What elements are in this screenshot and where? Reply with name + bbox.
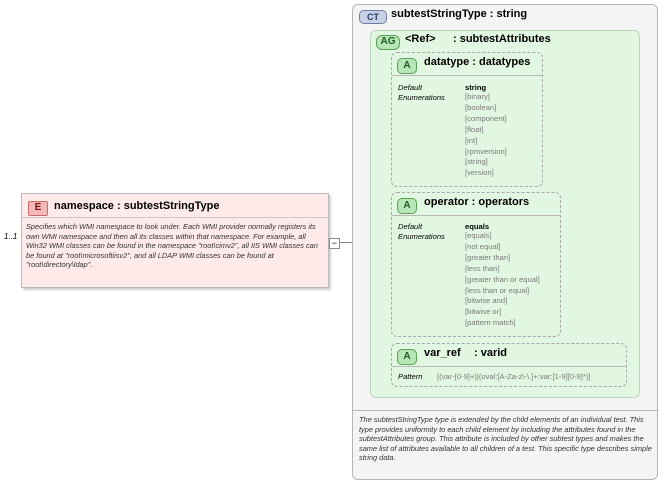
- attribute-badge-icon: A: [397, 58, 417, 74]
- enumeration-item: [boolean]: [465, 102, 497, 112]
- attribute-group-name: : subtestAttributes: [453, 33, 551, 45]
- element-divider: [22, 217, 328, 218]
- attribute-operator[interactable]: A operator : operators Default Enumerati…: [391, 192, 561, 337]
- attribute-title-name: var_ref: [424, 347, 461, 359]
- enumeration-list: [binary] [boolean] [component] [float] […: [465, 92, 507, 179]
- attribute-divider: [392, 366, 626, 367]
- complex-type-title: subtestStringType : string: [391, 8, 528, 20]
- attribute-badge-icon: A: [397, 349, 417, 365]
- default-value: string: [465, 83, 487, 92]
- default-label: Default: [398, 222, 423, 231]
- enumeration-item: [bitwise or]: [465, 307, 502, 317]
- enumeration-item: [equals]: [465, 231, 492, 240]
- complex-type-documentation: The subtestStringType type is extended b…: [359, 415, 652, 463]
- enumeration-item: [bitwise and]: [465, 296, 508, 306]
- enumeration-item: [rpmversion]: [465, 146, 507, 156]
- attribute-group-badge-icon: AG: [376, 35, 400, 50]
- enumeration-item: [binary]: [465, 92, 490, 101]
- attribute-divider: [392, 215, 560, 216]
- attribute-var-ref[interactable]: A var_ref : varid Pattern [(var-[0-9]+)|…: [391, 343, 627, 387]
- enumeration-item: [less than or equal]: [465, 285, 530, 295]
- element-documentation: Specifies which WMI namespace to look un…: [26, 222, 318, 270]
- element-namespace[interactable]: E namespace : subtestStringType Specifie…: [21, 193, 329, 288]
- enumeration-item: [pattern match]: [465, 318, 516, 328]
- collapse-icon[interactable]: −: [329, 238, 340, 249]
- enumeration-list: [equals] [not equal] [greater than] [les…: [465, 231, 540, 329]
- element-title: namespace : subtestStringType: [54, 200, 220, 212]
- enumeration-item: [string]: [465, 157, 488, 167]
- enumeration-item: [greater than]: [465, 252, 511, 262]
- element-multiplicity: 1..1: [4, 232, 18, 241]
- default-label: Default: [398, 83, 423, 92]
- enumerations-label: Enumerations: [398, 231, 445, 241]
- attribute-divider: [392, 75, 542, 76]
- enumeration-item: [greater than or equal]: [465, 274, 540, 284]
- complex-type-divider: [353, 410, 657, 411]
- enumeration-item: [component]: [465, 113, 507, 123]
- enumeration-item: [float]: [465, 124, 484, 134]
- attribute-badge-icon: A: [397, 198, 417, 214]
- complex-type-badge-icon: CT: [359, 10, 387, 24]
- enumeration-item: [not equal]: [465, 241, 501, 251]
- attribute-datatype[interactable]: A datatype : datatypes Default Enumerati…: [391, 52, 543, 187]
- attribute-title: datatype : datatypes: [424, 56, 531, 68]
- default-value: equals: [465, 222, 490, 231]
- enumerations-label: Enumerations: [398, 92, 445, 102]
- attribute-title-type: : varid: [474, 347, 508, 359]
- enumeration-item: [less than]: [465, 263, 500, 273]
- connector-expander-to-type: [339, 242, 352, 243]
- enumeration-item: [version]: [465, 168, 494, 178]
- enumeration-item: [int]: [465, 135, 478, 145]
- attribute-title: operator : operators: [424, 196, 530, 208]
- attribute-group-ref-label: <Ref>: [405, 33, 436, 45]
- pattern-label: Pattern: [398, 372, 423, 381]
- element-badge-icon: E: [28, 201, 48, 216]
- pattern-value: [(var-[0-9]+)|(oval:[A-Za-z\-\.]+:var:[1…: [437, 372, 591, 381]
